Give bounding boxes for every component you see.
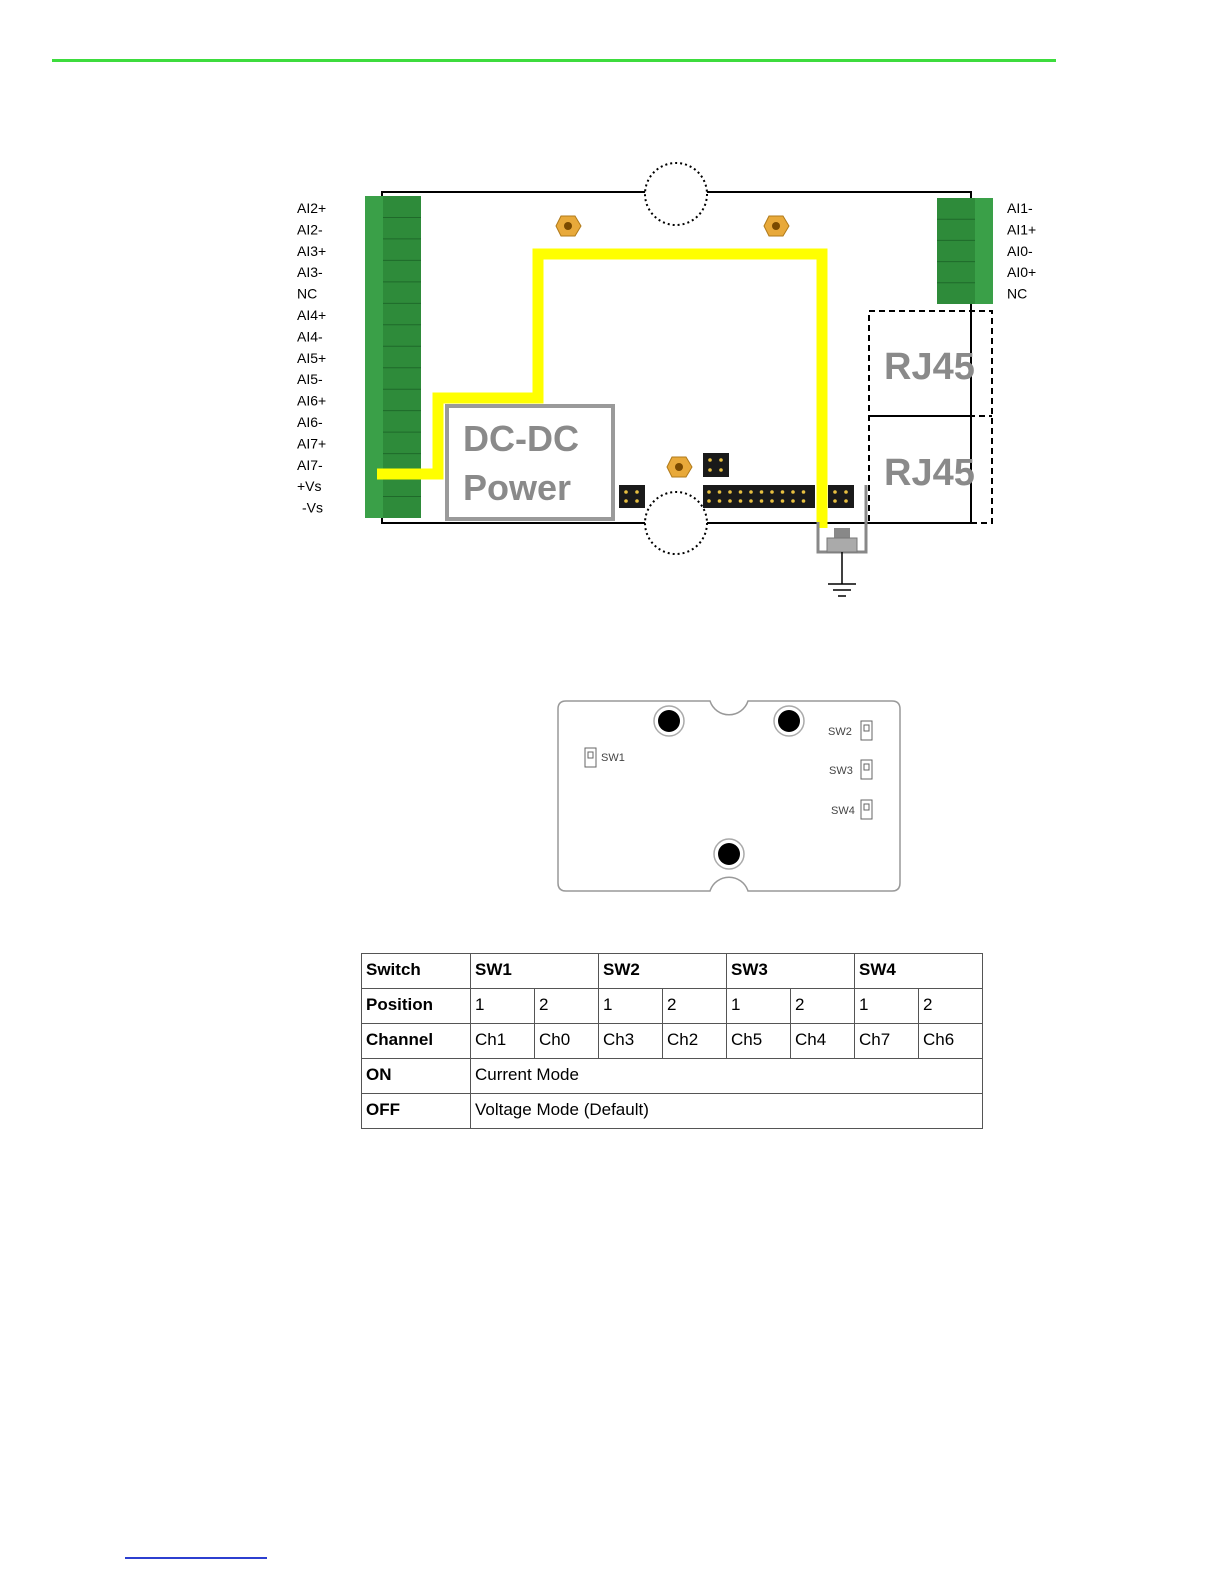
table-cell: 1 bbox=[727, 989, 791, 1024]
left-terminal-label: AI3- bbox=[297, 264, 323, 280]
table-cell: Ch1 bbox=[471, 1024, 535, 1059]
table-cell: 1 bbox=[599, 989, 663, 1024]
table-cell: 2 bbox=[791, 989, 855, 1024]
right-terminal-block bbox=[937, 198, 993, 304]
dip-switch-icon bbox=[585, 748, 596, 767]
pin-header-small-top bbox=[703, 453, 729, 477]
table-cell: Ch5 bbox=[727, 1024, 791, 1059]
table-cell: Ch0 bbox=[535, 1024, 599, 1059]
table-row: Channel Ch1 Ch0 Ch3 Ch2 Ch5 Ch4 Ch7 Ch6 bbox=[362, 1024, 983, 1059]
dip-switch-icon bbox=[861, 760, 872, 779]
left-terminal-label: AI4- bbox=[297, 328, 323, 344]
table-cell: 2 bbox=[535, 989, 599, 1024]
table-row: Switch SW1 SW2 SW3 SW4 bbox=[362, 954, 983, 989]
right-terminal-label: AI0- bbox=[1007, 243, 1033, 259]
left-terminal-label: AI5+ bbox=[297, 350, 326, 366]
right-terminal-label: AI1- bbox=[1007, 200, 1033, 216]
mount-hole-top bbox=[645, 163, 707, 225]
right-terminal-label: NC bbox=[1007, 286, 1027, 302]
sw1-label: SW1 bbox=[601, 752, 625, 764]
board-wiring-diagram: AI2+ AI2- AI3+ AI3- NC AI4+ AI4- AI5+ AI5- AI6+ AI… bbox=[0, 150, 1224, 610]
table-cell: 1 bbox=[471, 989, 535, 1024]
standoff-icon bbox=[667, 457, 692, 477]
ground-symbol-icon bbox=[828, 576, 856, 596]
right-terminal-label: AI0+ bbox=[1007, 264, 1036, 280]
table-cell: Ch2 bbox=[663, 1024, 727, 1059]
table-cell: Ch3 bbox=[599, 1024, 663, 1059]
switch-settings-table: Switch SW1 SW2 SW3 SW4 Position 1 2 1 2 … bbox=[361, 953, 983, 1129]
rj45-bottom-label: RJ45 bbox=[884, 452, 975, 494]
table-row: OFF Voltage Mode (Default) bbox=[362, 1094, 983, 1129]
left-terminal-label: -Vs bbox=[302, 500, 323, 516]
mount-hole-bottom bbox=[645, 492, 707, 554]
left-terminal-label: AI6- bbox=[297, 414, 323, 430]
pin-header-long bbox=[703, 485, 815, 508]
table-cell: 2 bbox=[919, 989, 983, 1024]
channel-header: Channel bbox=[362, 1024, 471, 1059]
dcdc-label-line2: Power bbox=[463, 467, 571, 508]
table-row: Position 1 2 1 2 1 2 1 2 bbox=[362, 989, 983, 1024]
sw4-header: SW4 bbox=[855, 954, 983, 989]
left-terminal-label: AI7- bbox=[297, 457, 323, 473]
table-row: ON Current Mode bbox=[362, 1059, 983, 1094]
on-value: Current Mode bbox=[471, 1059, 983, 1094]
dcdc-label-line1: DC-DC bbox=[463, 418, 579, 459]
left-terminal-label: AI3+ bbox=[297, 243, 326, 259]
table-cell: Ch6 bbox=[919, 1024, 983, 1059]
on-header: ON bbox=[362, 1059, 471, 1094]
off-header: OFF bbox=[362, 1094, 471, 1129]
off-value: Voltage Mode (Default) bbox=[471, 1094, 983, 1129]
position-header: Position bbox=[362, 989, 471, 1024]
header-rule bbox=[52, 59, 1056, 62]
pin-header-right bbox=[828, 485, 854, 508]
left-terminal-label: AI4+ bbox=[297, 307, 326, 323]
switch-header: Switch bbox=[362, 954, 471, 989]
sw3-header: SW3 bbox=[727, 954, 855, 989]
left-terminal-label: AI2- bbox=[297, 221, 323, 237]
standoff-icon bbox=[764, 216, 789, 236]
table-cell: 2 bbox=[663, 989, 727, 1024]
left-terminal-label: AI5- bbox=[297, 371, 323, 387]
dip-switch-icon bbox=[861, 721, 872, 740]
rj45-top-label: RJ45 bbox=[884, 346, 975, 388]
switch-board-diagram: SW1 SW2 SW3 SW4 bbox=[0, 690, 1224, 900]
left-terminal-label: AI7+ bbox=[297, 435, 326, 451]
table-cell: Ch7 bbox=[855, 1024, 919, 1059]
left-terminal-label: AI6+ bbox=[297, 393, 326, 409]
left-terminal-label: +Vs bbox=[297, 478, 322, 494]
standoff-icon bbox=[556, 216, 581, 236]
right-terminal-label: AI1+ bbox=[1007, 221, 1036, 237]
table-cell: 1 bbox=[855, 989, 919, 1024]
sw2-label: SW2 bbox=[828, 726, 852, 738]
sw2-header: SW2 bbox=[599, 954, 727, 989]
sw1-header: SW1 bbox=[471, 954, 599, 989]
pin-header-small-left bbox=[619, 485, 645, 508]
left-terminal-label: NC bbox=[297, 286, 317, 302]
left-terminal-label: AI2+ bbox=[297, 200, 326, 216]
sw3-label: SW3 bbox=[829, 765, 853, 777]
sw4-label: SW4 bbox=[831, 805, 855, 817]
dip-switch-icon bbox=[861, 800, 872, 819]
footer-link-underline bbox=[125, 1557, 267, 1559]
table-cell: Ch4 bbox=[791, 1024, 855, 1059]
